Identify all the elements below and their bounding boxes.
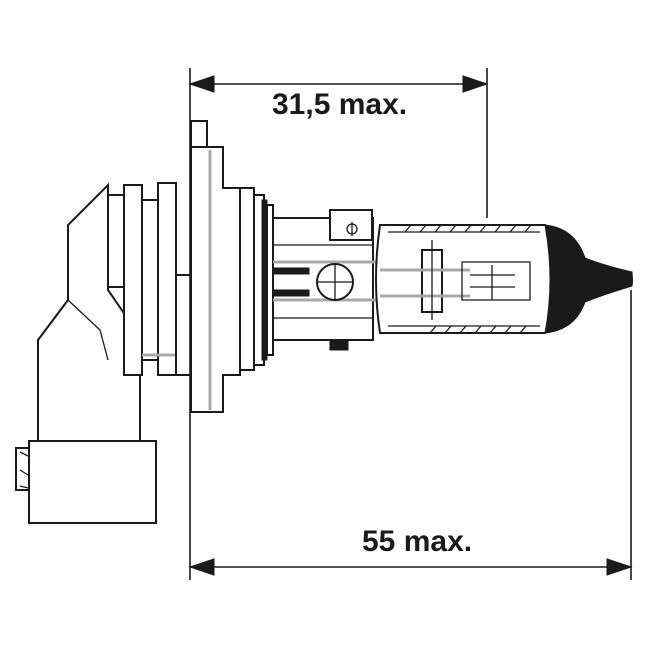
collar-ring-1	[239, 187, 255, 371]
connector-plug-box	[28, 440, 157, 524]
fin-1	[107, 194, 125, 288]
dim-arrow-bottom-left	[188, 558, 215, 576]
flange-top-tab	[190, 120, 208, 148]
flange-plate	[190, 146, 241, 413]
flange-inner-step	[175, 274, 192, 376]
glass-hatch-bottom	[429, 325, 527, 334]
dimension-bottom	[188, 290, 633, 580]
connector-tab-detail	[19, 451, 29, 489]
base-fins	[107, 182, 190, 376]
top-clip	[329, 209, 373, 241]
bottom-tab	[329, 339, 349, 351]
dim-arrow-top-right	[462, 75, 489, 93]
dimension-top	[188, 68, 489, 580]
glass-bulb	[375, 224, 557, 334]
lead-dark-2	[272, 289, 310, 297]
dimension-label-bottom: 55 max.	[362, 525, 473, 558]
socket	[272, 209, 380, 351]
connector-neck-inner	[67, 299, 109, 361]
connector-housing	[15, 182, 157, 524]
fin-gap	[141, 199, 159, 361]
connector-tab	[15, 447, 29, 491]
dim-arrow-bottom-right	[606, 558, 633, 576]
bulb-black-tip	[544, 224, 633, 334]
dim-arrow-top-left	[188, 75, 215, 93]
filament-frame	[461, 261, 531, 301]
fin-2	[123, 184, 143, 376]
flange	[175, 120, 274, 413]
dimension-label-top: 31,5 max.	[272, 88, 408, 121]
filament-coil	[470, 265, 515, 300]
glass-envelope	[375, 224, 633, 334]
glass-inner-outline	[388, 231, 540, 327]
glass-hatch-top	[404, 224, 532, 233]
fin-3	[157, 182, 177, 376]
lead-dark-1	[272, 267, 310, 275]
